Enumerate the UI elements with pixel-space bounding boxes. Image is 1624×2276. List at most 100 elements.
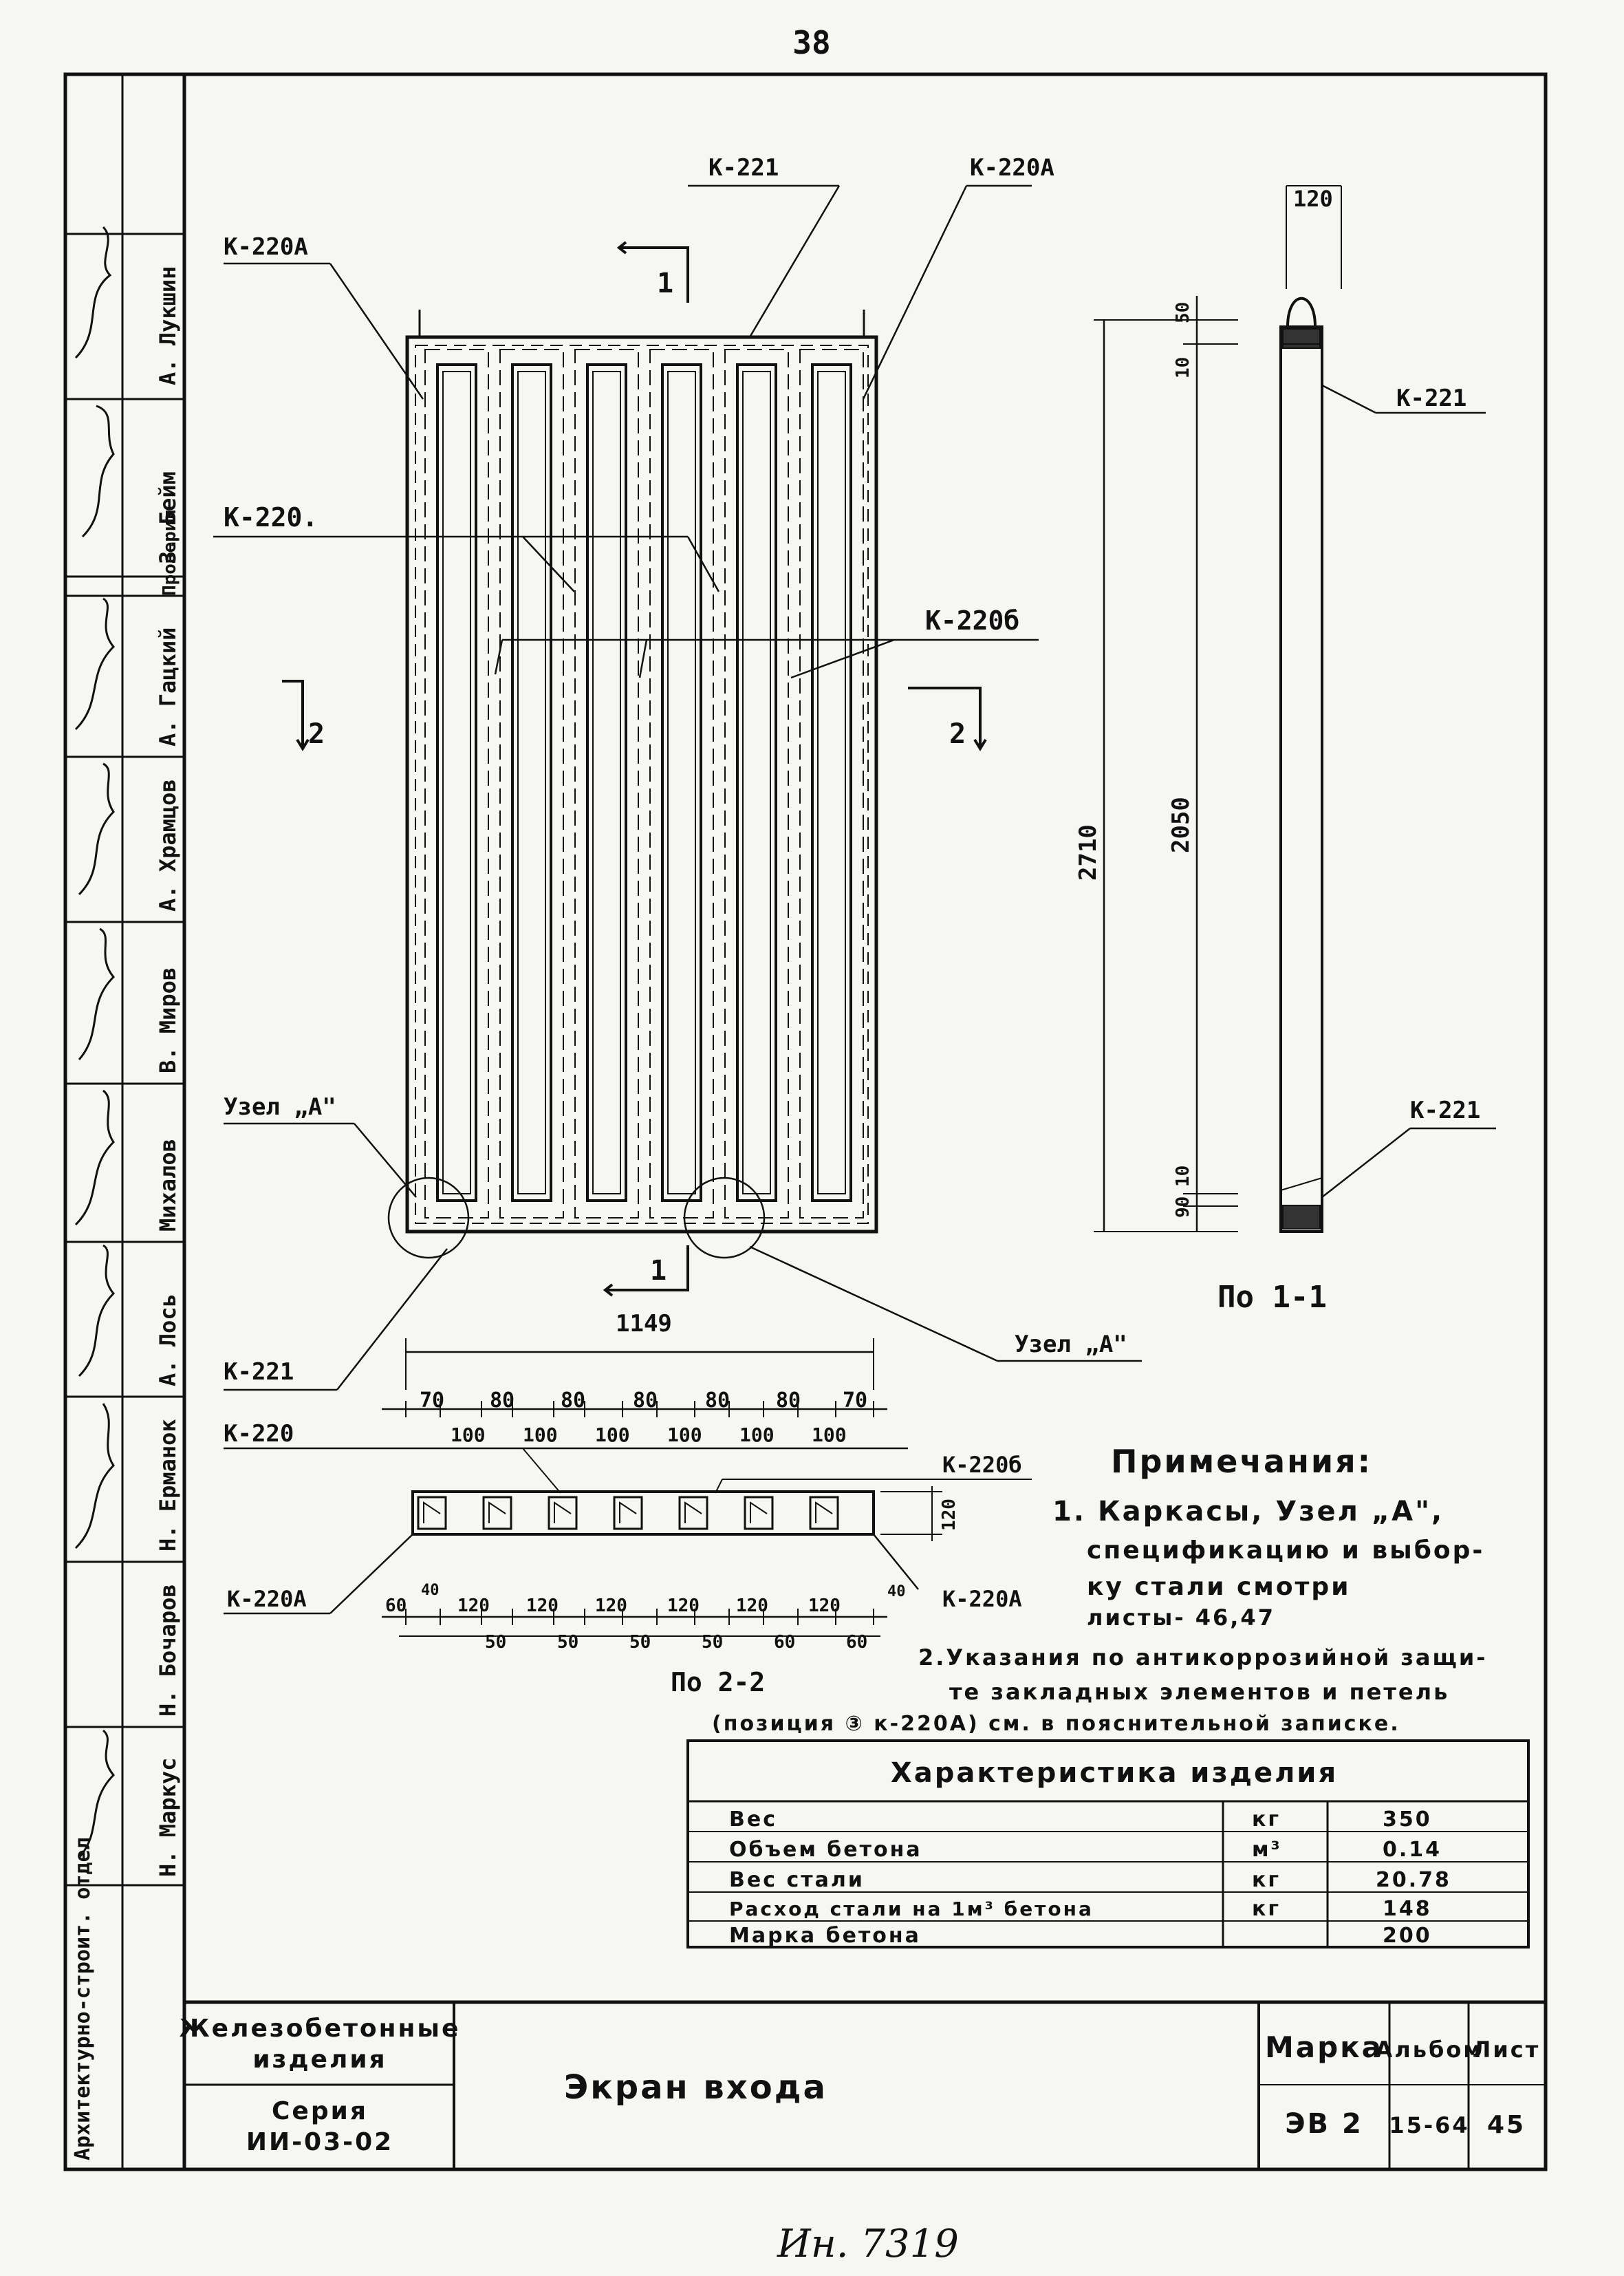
tb-series-value: ИИ-03-02 [246, 2128, 393, 2156]
sec22-second-6: 100 [812, 1424, 847, 1446]
side-view-labels: 120 2710 2050 50 10 90 10 К-221 К-221 По… [1074, 186, 1480, 1315]
sec22-small-4: 50 [702, 1632, 723, 1653]
char-row-5-value: 200 [1383, 1924, 1432, 1948]
stamp-name-5: В. Миров [155, 967, 181, 1073]
char-row-3-name: Вес стали [729, 1868, 865, 1892]
char-row-4-name: Расход стали на 1м³ бетона [729, 1898, 1094, 1920]
tb-sheet-label: Лист [1473, 2037, 1541, 2063]
char-row-4-value: 148 [1383, 1897, 1432, 1921]
side-dim-50: 50 [1173, 302, 1193, 323]
section-2-2 [224, 1338, 1032, 1637]
sec22-top-3: 80 [561, 1388, 585, 1413]
char-row-3-unit: кг [1252, 1868, 1281, 1892]
label-k220-left: К-220. [224, 502, 318, 533]
stamp-names: А. Лукшин З. Бейм Проверил А. Гацкий А. … [71, 266, 181, 2160]
stamp-name-1: А. Лукшин [155, 266, 181, 385]
section-cell-2 [482, 1496, 512, 1530]
section-2-2-labels: 1149 70 80 80 80 80 80 70 100 100 100 10… [224, 1310, 1022, 1697]
side-dim-2710: 2710 [1074, 824, 1102, 881]
section-1-bottom: 1 [650, 1255, 667, 1287]
stamp-dept: Архитектурно-строит. отдел [71, 1837, 95, 2160]
sec22-height-120: 120 [939, 1499, 960, 1531]
section-cell-bar-1 [423, 1501, 441, 1523]
sec22-bottom-1: 60 [385, 1596, 407, 1616]
label-k220a-top-right: К-220А [970, 154, 1054, 182]
inventory-number: Ин. 7319 [777, 2222, 959, 2266]
notes-line-7: (позиция ③ к-220А) см. в пояснительной з… [712, 1712, 1400, 1736]
stamp-name-9: Н. Бочаров [155, 1584, 181, 1717]
section-cell-6 [744, 1496, 774, 1530]
slot-inner-1 [442, 371, 471, 1194]
notes-line-3: ку стали смотри [1087, 1573, 1350, 1601]
slot-inner-4 [667, 371, 696, 1194]
notes-line-4: листы- 46,47 [1087, 1604, 1275, 1631]
sec22-bottom-7: 120 [808, 1596, 841, 1616]
slot-frame-1 [424, 349, 489, 1218]
notes-line-2: спецификацию и выбор- [1087, 1536, 1484, 1565]
char-row-1-name: Вес [729, 1807, 777, 1832]
stamp-name-6: Михалов [155, 1139, 181, 1232]
tb-mark-value: ЭВ 2 [1285, 2108, 1363, 2140]
side-width-dim: 120 [1293, 186, 1333, 212]
sec22-k220a-left: К-220А [227, 1586, 307, 1612]
char-title: Характеристика изделия [891, 1757, 1338, 1789]
side-dim-90: 90 [1173, 1196, 1193, 1218]
tb-sheet-value: 45 [1487, 2111, 1526, 2139]
tb-mark-label: Марка [1265, 2030, 1383, 2064]
slot-inner-2 [517, 371, 546, 1194]
slot-frame-3 [574, 349, 639, 1218]
stamp-name-8: Н. Ерманок [155, 1419, 181, 1552]
stamp-name-4: А. Храмцов [155, 779, 181, 912]
sec22-bottom-6: 120 [736, 1596, 768, 1616]
sec22-top-7: 70 [843, 1388, 867, 1413]
slot-opening-4 [661, 363, 702, 1202]
sec22-title: По 2-2 [671, 1667, 765, 1697]
side-view [1094, 185, 1496, 1233]
slot-inner-3 [592, 371, 621, 1194]
char-row-1-value: 350 [1383, 1807, 1432, 1832]
stamp-column [65, 233, 184, 1887]
tb-series-label: Серия [272, 2097, 368, 2125]
side-dim-10-top: 10 [1173, 357, 1193, 378]
section-cell-4 [613, 1496, 643, 1530]
sec22-k220b: К-220б [942, 1452, 1022, 1478]
label-node-a-right: Узел „А" [1015, 1331, 1127, 1358]
side-dim-10-bottom: 10 [1173, 1166, 1193, 1187]
tb-album-value: 15-64 [1389, 2112, 1469, 2138]
sec22-bottom-4: 120 [595, 1596, 627, 1616]
panel-slots [424, 349, 864, 1218]
stamp-role: Проверил [160, 510, 180, 596]
title-block-text: Железобетонные изделия Серия ИИ-03-02 Эк… [180, 2015, 1541, 2156]
stamp-name-7: А. Лось [155, 1293, 181, 1386]
slot-frame-4 [649, 349, 714, 1218]
label-k221-bottom-left: К-221 [224, 1358, 294, 1386]
label-k220b-right: К-220б [925, 605, 1019, 636]
sec22-small-3: 50 [629, 1632, 651, 1653]
page-number: 38 [792, 24, 830, 61]
slot-opening-5 [736, 363, 777, 1202]
label-k220a-top-left: К-220А [224, 233, 308, 261]
characteristics-table [686, 1739, 1530, 1948]
stamp-name-10: Н. Маркус [155, 1758, 181, 1877]
tb-category-2: изделия [252, 2046, 387, 2074]
sec22-side-40-right: 40 [887, 1583, 906, 1600]
char-row-4-unit: кг [1252, 1897, 1281, 1921]
section-2-right: 2 [949, 718, 966, 750]
sec22-second-5: 100 [739, 1424, 775, 1446]
section-marks [282, 241, 987, 1297]
section-cell-7 [809, 1496, 839, 1530]
sec22-small-2: 50 [557, 1632, 578, 1653]
sec22-small-6: 60 [846, 1632, 867, 1653]
slot-opening-1 [436, 363, 477, 1202]
slot-inner-5 [742, 371, 771, 1194]
title-block [184, 2000, 1546, 2169]
notes-heading: Примечания: [1111, 1443, 1372, 1480]
sec22-top-6: 80 [776, 1388, 801, 1413]
notes: Примечания: 1. Каркасы, Узел „А", специф… [712, 1443, 1486, 1736]
section-1-top: 1 [657, 268, 673, 299]
tb-category-1: Железобетонные [180, 2015, 461, 2043]
section-cell-bar-5 [684, 1501, 702, 1523]
slot-opening-3 [586, 363, 627, 1202]
sec22-small-1: 50 [485, 1632, 506, 1653]
